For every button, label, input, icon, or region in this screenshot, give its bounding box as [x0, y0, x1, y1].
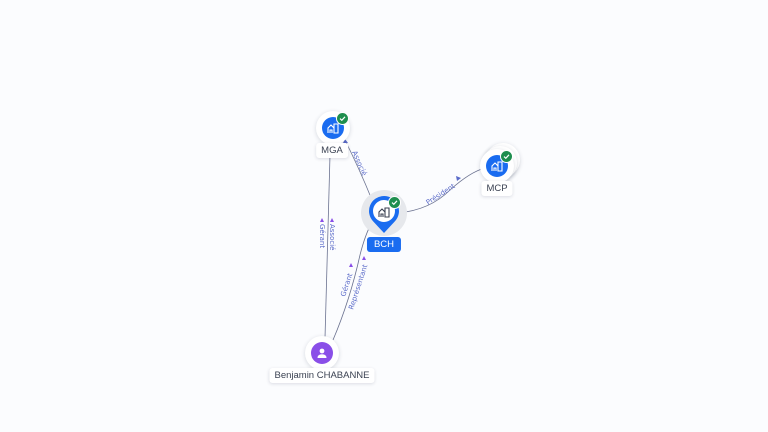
edge-label-associe: Associé [350, 150, 368, 177]
edge-label-representant: Représentant [347, 263, 369, 310]
verified-check-icon [336, 112, 349, 125]
edge-label-associe-2: Associé [328, 224, 336, 250]
node-label-selected: BCH [366, 237, 402, 252]
node-label: MCP [481, 181, 513, 196]
building-icon [327, 123, 339, 134]
verified-check-icon [388, 196, 401, 209]
node-circle[interactable] [311, 342, 333, 364]
node-label: Benjamin CHABANNE [269, 368, 375, 383]
edge-bch-mcp[interactable]: Président [397, 167, 486, 214]
edge-label-president: Président [425, 182, 457, 207]
node-label: MGA [316, 143, 348, 158]
building-icon [491, 161, 503, 172]
edge-bc-mga[interactable]: Gérant Associé [318, 154, 336, 339]
verified-check-icon [500, 150, 513, 163]
edge-label-gerant: Gérant [318, 224, 326, 248]
person-icon [317, 348, 327, 358]
edge-bc-bch[interactable]: Gérant Représentant [332, 221, 373, 341]
building-icon [378, 207, 390, 218]
